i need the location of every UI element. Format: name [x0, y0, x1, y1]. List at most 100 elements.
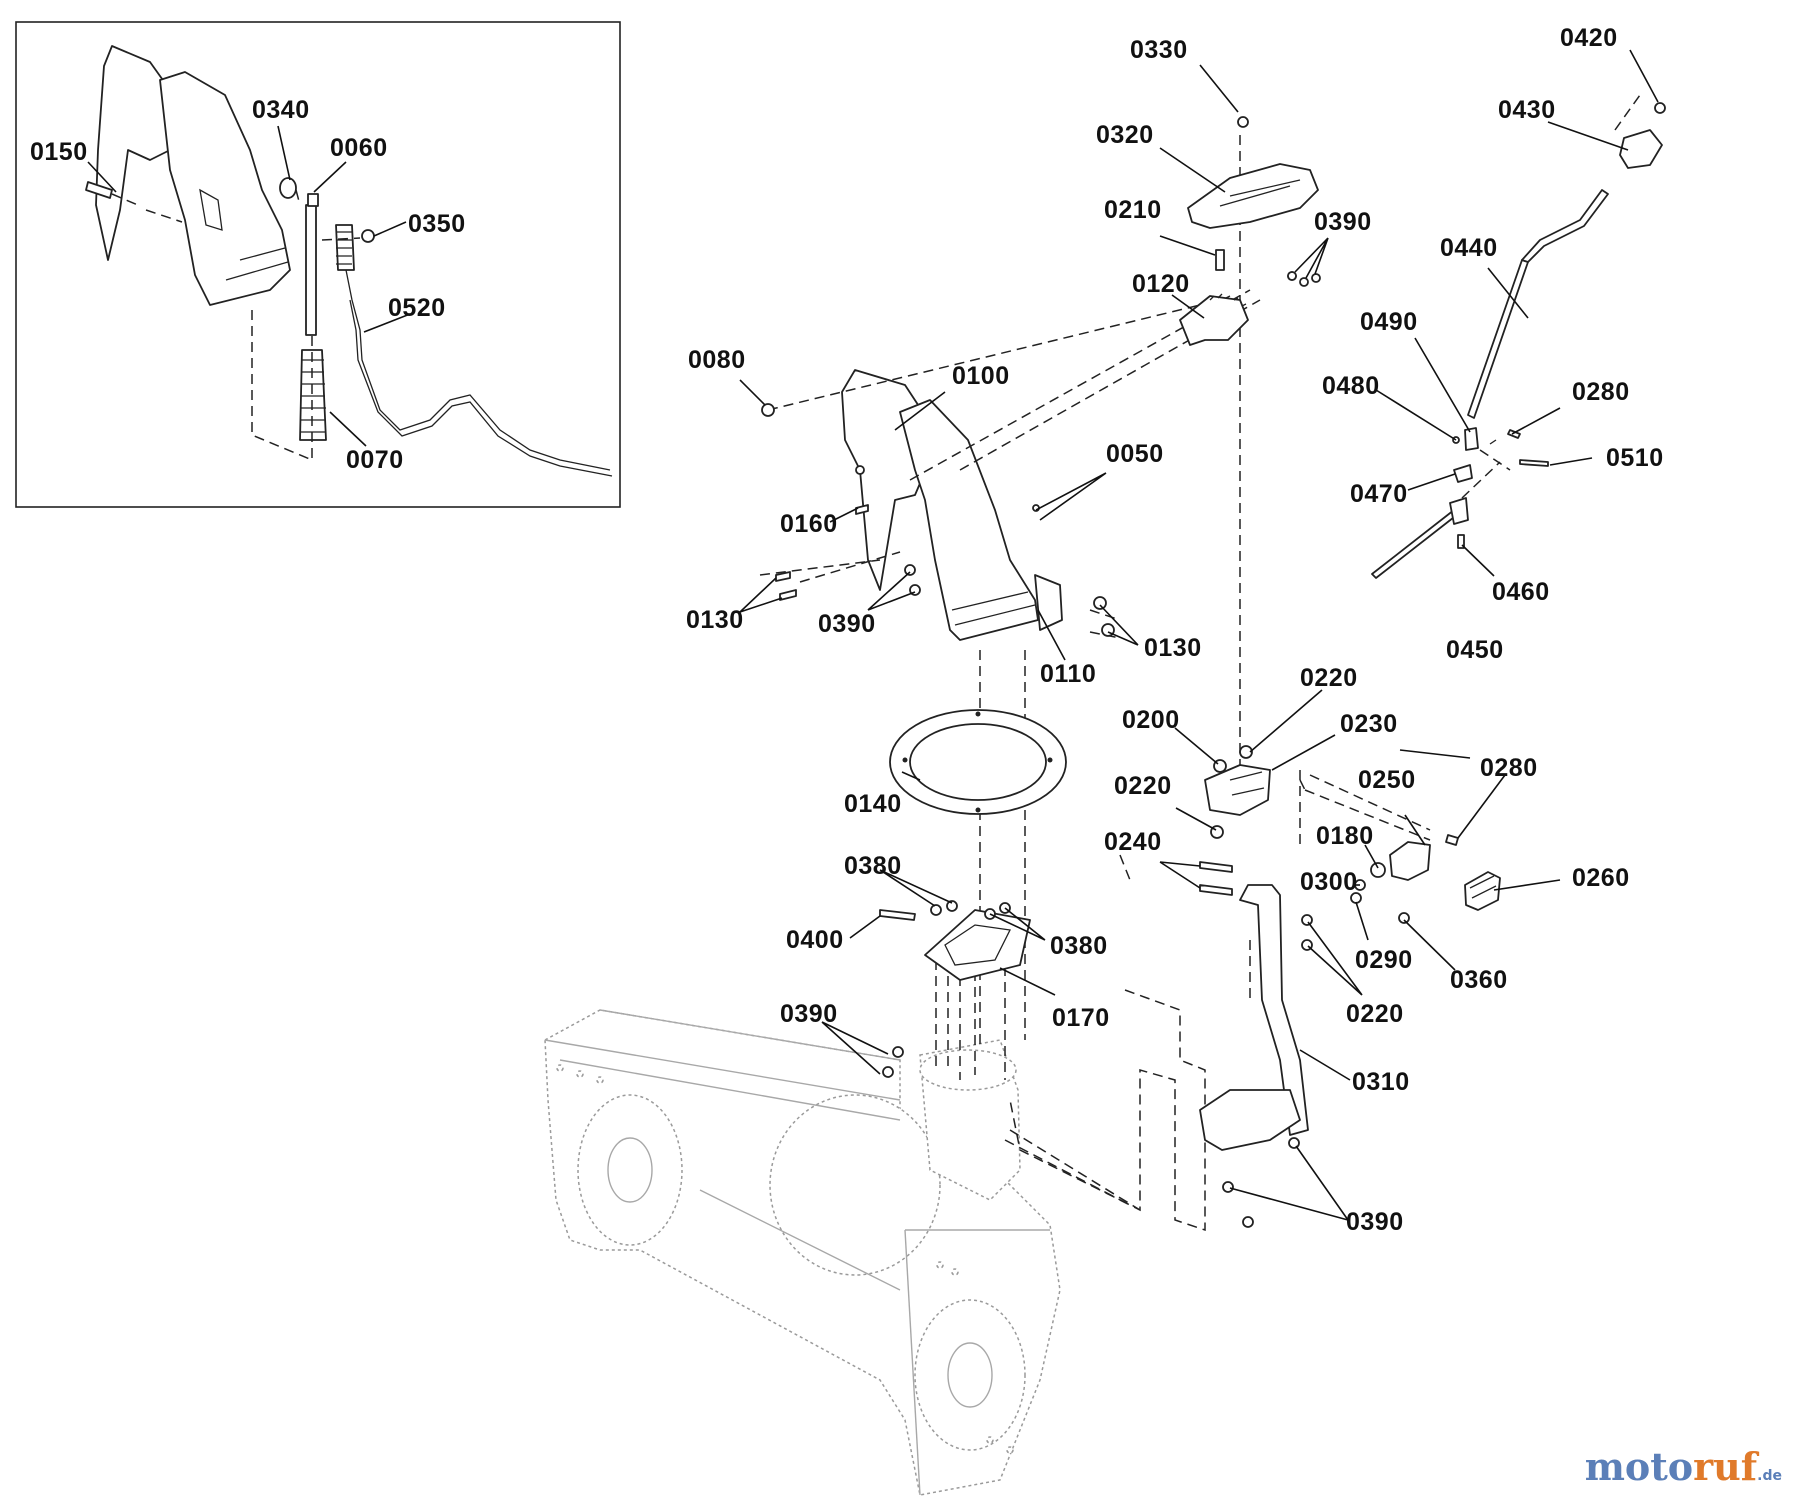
label-0320: 0320 [1096, 121, 1154, 149]
watermark-logo: motoruf.de [1585, 1444, 1782, 1489]
label-0130-left: 0130 [686, 606, 744, 634]
pin-0280b [1445, 834, 1459, 846]
label-0240: 0240 [1104, 828, 1162, 856]
inset-chute-deflector [95, 45, 181, 261]
label-0390-housing: 0390 [780, 1000, 838, 1028]
label-0300: 0300 [1300, 868, 1358, 896]
label-0160: 0160 [780, 510, 838, 538]
lever-foot-0310 [1199, 1089, 1301, 1151]
label-0230: 0230 [1340, 710, 1398, 738]
bolt-0240a [1199, 861, 1233, 873]
label-0400: 0400 [786, 926, 844, 954]
label-0470: 0470 [1350, 480, 1408, 508]
inset-cable [345, 269, 611, 471]
screw-0160 [855, 504, 869, 515]
label-0130-right: 0130 [1144, 634, 1202, 662]
bracket-0230 [1204, 764, 1271, 816]
leader-lines [739, 49, 1659, 1221]
label-0150: 0150 [30, 138, 88, 166]
inset-nut-0350 [361, 229, 375, 243]
knob-0430 [1619, 129, 1663, 169]
nut-0420 [1654, 102, 1666, 114]
inset-bushing-0340 [279, 177, 297, 199]
label-0100: 0100 [952, 362, 1010, 390]
label-0390-top: 0390 [1314, 208, 1372, 236]
auger-housing [544, 1009, 1061, 1496]
label-0180: 0180 [1316, 822, 1374, 850]
label-0330: 0330 [1130, 36, 1188, 64]
base-plate-0170 [924, 909, 1031, 981]
label-0220-mid: 0220 [1114, 772, 1172, 800]
housing-impeller-opening [769, 1094, 941, 1276]
washer-0180 [1370, 862, 1386, 878]
label-0280-top: 0280 [1572, 378, 1630, 406]
label-0280-right: 0280 [1480, 754, 1538, 782]
pin-0510 [1519, 459, 1549, 467]
label-0390-chute: 0390 [818, 610, 876, 638]
label-0220-top: 0220 [1300, 664, 1358, 692]
inset-chute-body [159, 71, 291, 306]
coupler-0470 [1453, 464, 1473, 483]
chute-bracket-0110 [1034, 574, 1063, 631]
inset-rod [305, 204, 317, 336]
label-0340: 0340 [252, 96, 310, 124]
label-0250: 0250 [1358, 766, 1416, 794]
label-0420: 0420 [1560, 24, 1618, 52]
label-0050: 0050 [1106, 440, 1164, 468]
label-0170: 0170 [1052, 1004, 1110, 1032]
shaft-0450 [1371, 509, 1459, 579]
label-0480: 0480 [1322, 372, 1380, 400]
chute-body [899, 399, 1039, 641]
inset-spring [299, 349, 327, 441]
watermark-part1: moto [1584, 1444, 1694, 1489]
label-0460: 0460 [1492, 578, 1550, 606]
bolt-0210 [1215, 249, 1225, 271]
label-0390-bottom: 0390 [1346, 1208, 1404, 1236]
crank-rod-0440 [1467, 259, 1529, 419]
watermark-part2: ruf [1693, 1444, 1758, 1489]
bolt-0400 [879, 909, 916, 921]
label-0210: 0210 [1104, 196, 1162, 224]
label-0380-left: 0380 [844, 852, 902, 880]
label-0310: 0310 [1352, 1068, 1410, 1096]
pin-0280a [1507, 429, 1521, 439]
discharge-chute [841, 369, 1063, 641]
inset-detail: 0150 0340 0060 0350 0520 0070 [15, 21, 621, 508]
part-labels: 0330 0320 0420 0430 0210 0390 0120 0440 … [686, 24, 1664, 1236]
label-0450: 0450 [1446, 636, 1504, 664]
label-0060: 0060 [330, 134, 388, 162]
label-0490: 0490 [1360, 308, 1418, 336]
watermark-suffix: .de [1757, 1468, 1782, 1484]
label-0200: 0200 [1122, 706, 1180, 734]
bolt-0240b [1199, 884, 1233, 896]
housing-right-bearing [914, 1299, 1026, 1451]
label-0110: 0110 [1040, 660, 1096, 688]
label-0510: 0510 [1606, 444, 1664, 472]
label-0120: 0120 [1132, 270, 1190, 298]
label-0350: 0350 [408, 210, 466, 238]
inset-frame [15, 21, 621, 508]
label-0520: 0520 [388, 294, 446, 322]
label-0440: 0440 [1440, 234, 1498, 262]
pin-0360 [1398, 912, 1410, 924]
housing-left-bearing [577, 1094, 683, 1246]
label-0290: 0290 [1355, 946, 1413, 974]
gear-plate-0120 [1179, 295, 1249, 346]
u-joint-0490 [1464, 427, 1479, 451]
chute-deflector-0100 [841, 369, 931, 591]
label-0430: 0430 [1498, 96, 1556, 124]
inset-bolt-0150 [85, 181, 113, 199]
label-0140: 0140 [844, 790, 902, 818]
nut-0080 [761, 403, 775, 417]
bolt-0380 [930, 904, 942, 916]
lever-arm-0310 [1239, 884, 1309, 1136]
label-0220-bottom: 0220 [1346, 1000, 1404, 1028]
label-0360: 0360 [1450, 966, 1508, 994]
label-0380-right: 0380 [1050, 932, 1108, 960]
label-0080: 0080 [688, 346, 746, 374]
bracket-0250 [1389, 841, 1431, 881]
motor-0260 [1464, 871, 1501, 911]
nut-0330 [1237, 116, 1249, 128]
